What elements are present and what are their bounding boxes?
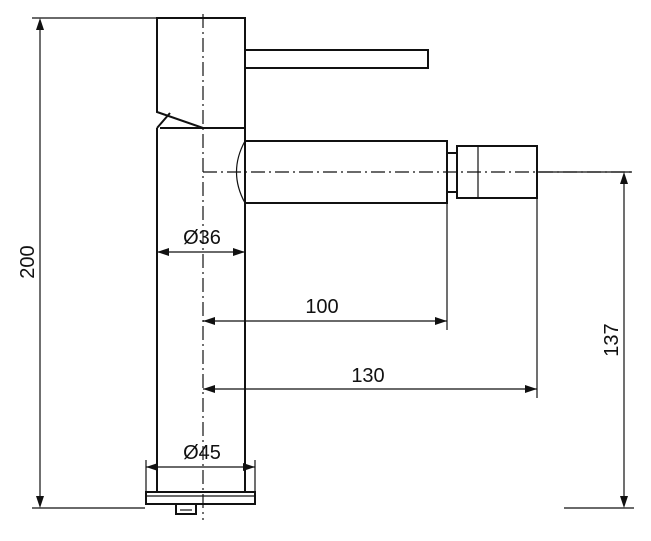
base-plate [145,491,256,505]
dimension-total-height: 200 [17,17,157,509]
handle-body [156,17,246,129]
dim-label-body-diameter: Ø36 [183,227,221,249]
main-body [156,128,246,492]
dimension-total-reach: 130 [203,198,538,398]
dimension-spout-reach: 100 [203,203,448,330]
lever [244,49,429,69]
dimension-body-diameter: Ø36 [157,227,245,256]
faucet-outline [145,17,538,515]
neck-transition [156,112,245,129]
dim-label-total-reach: 130 [351,365,384,387]
dim-label-spout-height: 137 [601,323,623,356]
dimension-base-diameter: Ø45 [145,442,256,492]
dim-label-total-height: 200 [17,245,39,278]
dim-label-base-diameter: Ø45 [183,442,221,464]
dimension-spout-height: 137 [537,171,634,509]
fixing-stud [175,504,197,515]
dim-label-spout-reach: 100 [305,296,338,318]
center-lines [202,14,632,520]
